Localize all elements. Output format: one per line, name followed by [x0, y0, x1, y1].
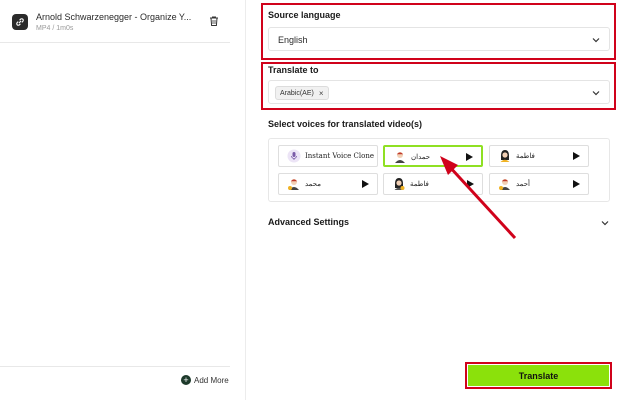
- translate-highlight: [465, 362, 612, 389]
- chevron-down-icon: [592, 91, 600, 96]
- microphone-icon: [287, 149, 301, 163]
- file-item[interactable]: Arnold Schwarzenegger - Organize Y... MP…: [12, 12, 228, 44]
- plus-icon: +: [181, 375, 191, 385]
- translate-to-select[interactable]: Arabic(AE) ×: [268, 80, 610, 104]
- voices-label: Select voices for translated video(s): [268, 119, 423, 129]
- divider: [0, 42, 230, 43]
- language-chip: Arabic(AE) ×: [275, 86, 329, 100]
- language-chip-label: Arabic(AE): [280, 89, 314, 97]
- close-icon[interactable]: ×: [318, 88, 324, 98]
- voice-name: فاطمة: [516, 152, 535, 160]
- chevron-down-icon: [592, 38, 600, 43]
- voice-name: محمد: [305, 180, 321, 188]
- voice-name: Instant Voice Clone: [305, 152, 375, 160]
- source-language-value: English: [278, 35, 308, 45]
- voice-option[interactable]: أحمد: [489, 173, 589, 195]
- voices-grid: Instant Voice Clone حمدان فاطمة محمد: [268, 138, 610, 202]
- add-more-button[interactable]: + Add More: [181, 375, 229, 385]
- voice-option[interactable]: محمد: [278, 173, 378, 195]
- voice-option[interactable]: حمدان: [383, 145, 483, 167]
- source-language-label: Source language: [268, 10, 341, 20]
- file-title: Arnold Schwarzenegger - Organize Y...: [36, 12, 192, 22]
- file-info: Arnold Schwarzenegger - Organize Y... MP…: [36, 12, 196, 32]
- advanced-settings-toggle[interactable]: Advanced Settings: [268, 217, 350, 227]
- voice-option[interactable]: فاطمة: [489, 145, 589, 167]
- play-icon[interactable]: [362, 180, 369, 188]
- avatar-icon: [394, 178, 405, 190]
- avatar-icon: [500, 150, 510, 162]
- voice-option[interactable]: Instant Voice Clone: [278, 145, 378, 167]
- add-more-label: Add More: [194, 375, 229, 385]
- translate-button[interactable]: Translate: [468, 365, 609, 386]
- divider: [0, 366, 230, 367]
- avatar-icon: [499, 179, 510, 190]
- play-icon[interactable]: [573, 152, 580, 160]
- file-list-panel: Arnold Schwarzenegger - Organize Y... MP…: [0, 0, 246, 400]
- voice-name: حمدان: [411, 153, 431, 161]
- voice-name: فاطمة: [410, 180, 429, 188]
- play-icon[interactable]: [467, 180, 474, 188]
- chevron-down-icon[interactable]: [600, 218, 610, 228]
- source-language-select[interactable]: English: [268, 27, 610, 51]
- play-icon[interactable]: [466, 153, 473, 161]
- voice-option[interactable]: فاطمة: [383, 173, 483, 195]
- voice-name: أحمد: [516, 180, 530, 188]
- link-icon: [12, 14, 28, 30]
- play-icon[interactable]: [573, 180, 580, 188]
- translate-to-label: Translate to: [268, 65, 319, 75]
- avatar-icon: [395, 152, 405, 163]
- avatar-icon: [288, 179, 299, 190]
- file-meta: MP4 / 1m0s: [36, 25, 74, 32]
- translate-to-highlight: [261, 62, 616, 110]
- source-language-highlight: [261, 3, 616, 60]
- trash-icon[interactable]: [208, 15, 220, 27]
